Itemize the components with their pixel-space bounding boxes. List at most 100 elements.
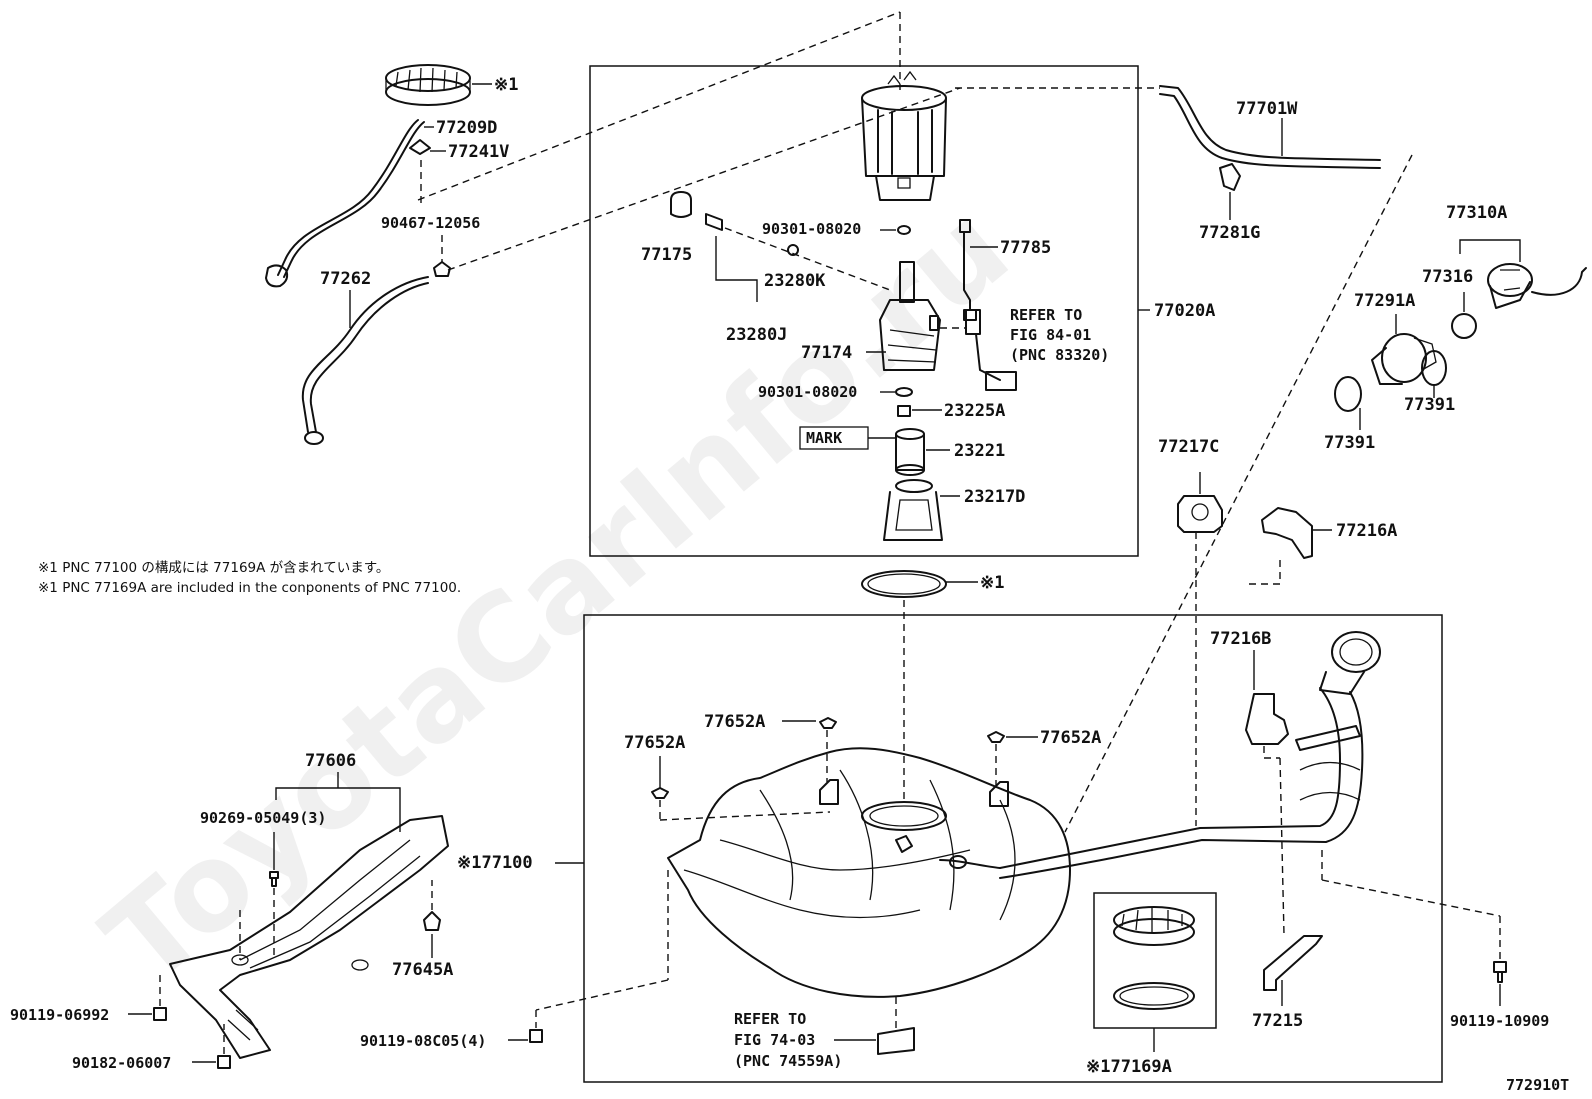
bolt-90119-10909 [1493,961,1507,983]
oring-90301-top [897,225,911,235]
jet-pump-23280j [705,213,723,231]
label-90269-05049: 90269-05049(3) [200,809,326,827]
fuel-sender-gauge [965,309,1017,391]
label-90301-08020-bot: 90301-08020 [758,383,857,401]
label-23280k: 23280K [764,271,826,291]
dash-10909-2 [1321,879,1501,917]
label-77391-a: 77391 [1324,433,1375,453]
hose-77701w-outline [1159,93,1381,169]
oring-23280k [787,244,799,256]
label-77281g: 77281G [1199,223,1260,243]
protector-77606 [169,815,449,1059]
label-refer-74-3: (PNC 74559A) [734,1052,842,1070]
note-jp: ※1 PNC 77100 の構成には 77169A が含まれています。 [38,560,389,576]
label-ring-star: ※1 [494,75,518,95]
hose-77701w [1159,85,1381,161]
clip-77241v [409,139,431,155]
fuel-tank-77100 [667,747,1071,998]
fuel-pump-bracket-77020a [861,70,947,201]
label-77645a: 77645A [392,960,453,980]
label-90119-08c05: 90119-08C05(4) [360,1032,486,1050]
label-mark: MARK [806,429,842,447]
clip-77652a-a [819,717,837,729]
fuel-tank-assembly-frame [583,614,1443,1083]
label-90301-08020-top: 90301-08020 [762,220,861,238]
label-77316: 77316 [1422,267,1473,287]
label-refer-74-2: FIG 74-03 [734,1031,815,1049]
bracket-77310a [1459,239,1521,262]
bracket-23280j [715,236,758,302]
retainer-ring-kit [1113,906,1195,1010]
label-refer-84-1: REFER TO [1010,306,1082,324]
fuel-cap-77310a [1487,263,1587,309]
vent-tube-77209d-outline [283,121,425,278]
bolt-90269-05049 [269,871,279,887]
label-77216a: 77216A [1336,521,1397,541]
label-77652a-c: 77652A [624,733,685,753]
vent-tube-77262-outline [309,282,429,433]
dash-77652a-c2 [659,811,831,821]
dash-jet-pump [724,227,891,291]
label-77020a: 77020A [1154,301,1215,321]
bracket-77216b [1245,693,1289,745]
fuel-suction-filter-77174 [879,261,941,371]
label-90119-06992: 90119-06992 [10,1006,109,1024]
label-77652a-a: 77652A [704,712,765,732]
tube-end-77262 [304,431,324,445]
clamp-77216a [1261,507,1313,559]
fuel-pump-23221 [895,428,925,476]
clamp-90467 [433,261,451,277]
label-refer-74-1: REFER TO [734,1010,806,1028]
filler-pipe [939,631,1381,879]
gasket-kit-frame [1093,892,1217,1029]
label-77262: 77262 [320,269,371,289]
bracket-77215 [1263,935,1323,991]
oring-77316 [1451,313,1477,339]
label-23221: 23221 [954,441,1005,461]
vent-tube-77262 [301,276,429,433]
label-refer-84-3: (PNC 83320) [1010,346,1109,364]
clamp-77281g [1219,163,1241,191]
label-90182-06007: 90182-06007 [72,1054,171,1072]
clip-77652a-b [987,731,1005,743]
filter-23217d [883,479,943,541]
label-77169a: ※177169A [1086,1057,1172,1077]
label-77215: 77215 [1252,1011,1303,1031]
label-77310a: 77310A [1446,203,1507,223]
cap-77175 [670,191,692,218]
label-77606: 77606 [305,751,356,771]
dash-08c05-2 [535,979,669,1011]
clamp-77217c [1177,495,1223,533]
label-77216b: 77216B [1210,629,1271,649]
cushion-23225a [897,405,911,417]
label-77241v: 77241V [448,142,509,162]
clip-77645a [423,911,441,931]
label-77217c: 77217C [1158,437,1219,457]
label-gasket-star: ※1 [980,573,1004,593]
vent-tube-77209d [277,119,419,276]
gasket-77391-a [1334,376,1362,412]
label-23217d: 23217D [964,487,1025,507]
filler-neck-77291a [1371,333,1437,385]
label-77291a: 77291A [1354,291,1415,311]
note-en: ※1 PNC 77169A are included in the conpon… [38,580,461,596]
label-90467-12056: 90467-12056 [381,214,480,232]
bolt-90119-06992 [153,1007,167,1021]
bolt-90119-08c05 [529,1029,543,1043]
label-90119-10909: 90119-10909 [1450,1012,1549,1030]
label-77785: 77785 [1000,238,1051,258]
bolt-90182-06007 [217,1055,231,1069]
label-77391-b: 77391 [1404,395,1455,415]
gasket-ring [861,570,947,598]
label-77701w: 77701W [1236,99,1298,119]
label-77209d: 77209D [436,118,497,138]
label-77652a-b: 77652A [1040,728,1101,748]
label-refer-84-2: FIG 84-01 [1010,326,1091,344]
clip-77652a-c [651,787,669,799]
label-77175: 77175 [641,245,692,265]
pad-74559a [877,1027,915,1055]
fuel-pump-assembly-frame [589,65,1139,557]
label-77174: 77174 [801,343,852,363]
retainer-ring-part [385,64,471,106]
